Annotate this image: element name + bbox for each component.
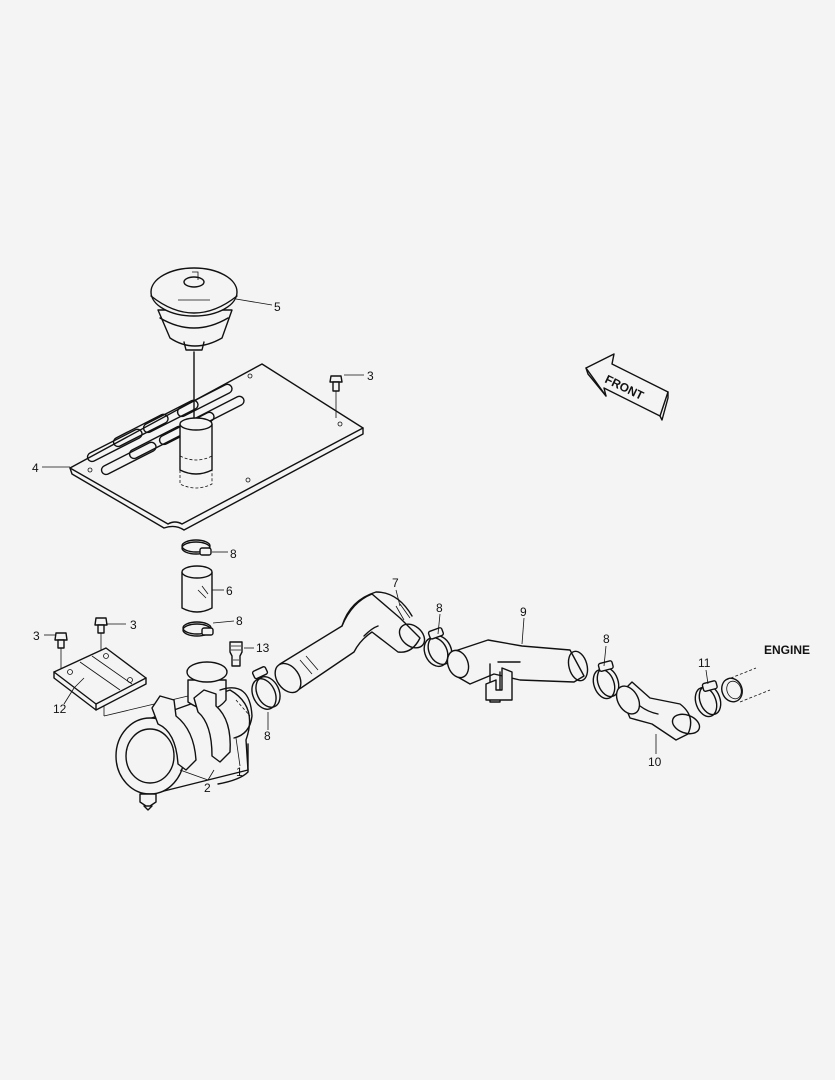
restriction-indicator-fitting <box>229 641 243 667</box>
callout-11: 11 <box>698 656 711 670</box>
callout-3-left: 3 <box>33 629 40 643</box>
callout-4: 4 <box>32 461 39 475</box>
hose-7 <box>274 591 426 694</box>
engine-label: ENGINE <box>764 643 810 657</box>
callout-2: 2 <box>204 781 211 795</box>
intake-pipe <box>179 351 213 489</box>
leader-lines <box>42 298 709 781</box>
hose-clamp-7 <box>423 627 453 668</box>
hose-clamp-11 <box>694 680 722 718</box>
bolt-3-mid <box>94 617 108 662</box>
cover-plate <box>69 363 364 531</box>
callout-6: 6 <box>226 584 233 598</box>
engine-inlet <box>721 667 771 703</box>
callout-3-mid: 3 <box>130 618 137 632</box>
bolt-3-top <box>329 375 343 418</box>
callout-5: 5 <box>274 300 281 314</box>
callout-10: 10 <box>648 755 662 769</box>
intake-pipe-9 <box>446 639 589 703</box>
hose-clamp-housing <box>251 666 281 710</box>
elbow-hose-10 <box>615 681 701 741</box>
callouts: 5 3 4 8 6 8 3 3 13 12 8 1 2 7 8 9 8 10 1… <box>32 300 711 795</box>
callout-3-top: 3 <box>367 369 374 383</box>
air-cleaner-housing <box>115 661 253 811</box>
callout-8-e: 8 <box>603 632 610 646</box>
front-arrow: FRONT <box>585 353 669 421</box>
callout-8-c: 8 <box>264 729 271 743</box>
pre-cleaner-cap <box>150 267 238 351</box>
callout-1: 1 <box>236 765 243 779</box>
hose-clamp-lower <box>182 621 214 637</box>
callout-7: 7 <box>392 576 399 590</box>
hose-clamp-upper <box>181 539 212 556</box>
callout-8-a: 8 <box>230 547 237 561</box>
callout-9: 9 <box>520 605 527 619</box>
hose-clamp-9 <box>592 660 620 700</box>
callout-8-d: 8 <box>436 601 443 615</box>
callout-12: 12 <box>53 702 67 716</box>
callout-13: 13 <box>256 641 270 655</box>
hose-6 <box>181 565 213 613</box>
callout-8-b: 8 <box>236 614 243 628</box>
